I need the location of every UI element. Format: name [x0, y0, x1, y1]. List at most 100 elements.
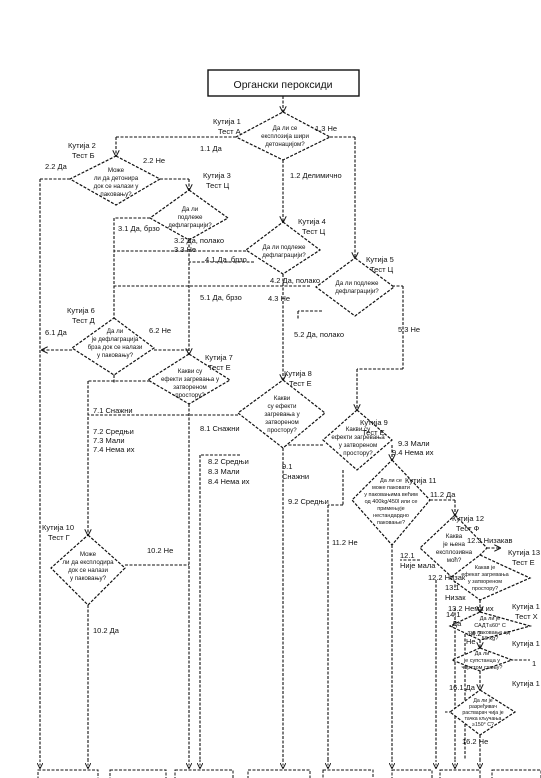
- svg-text:8.3 Мали: 8.3 Мали: [208, 467, 240, 476]
- svg-text:Тест Е: Тест Е: [208, 363, 231, 372]
- svg-text:Није мала: Није мала: [400, 561, 436, 570]
- svg-text:Снажни: Снажни: [282, 472, 309, 481]
- svg-text:Тест Г: Тест Г: [48, 533, 70, 542]
- svg-text:13.2 Нема их: 13.2 Нема их: [448, 604, 494, 613]
- result-boxes: [37, 769, 541, 778]
- svg-text:12.3 Низакав: 12.3 Низакав: [467, 536, 513, 545]
- svg-text:3.2 Да, полако: 3.2 Да, полако: [174, 236, 224, 245]
- svg-text:Кутија 4: Кутија 4: [298, 217, 326, 226]
- svg-text:1.1 Да: 1.1 Да: [200, 144, 223, 153]
- svg-text:5.3 Не: 5.3 Не: [398, 325, 420, 334]
- svg-text:1: 1: [532, 659, 536, 668]
- svg-text:14.1: 14.1: [446, 610, 461, 619]
- svg-text:Тест Х: Тест Х: [515, 612, 538, 621]
- svg-text:Тест А: Тест А: [218, 127, 241, 136]
- svg-text:4.3 Не: 4.3 Не: [268, 294, 290, 303]
- svg-text:12.2 Низак: 12.2 Низак: [428, 573, 466, 582]
- svg-text:1.2 Делимично: 1.2 Делимично: [290, 171, 342, 180]
- svg-text:7.4 Нема их: 7.4 Нема их: [93, 445, 135, 454]
- svg-text:Кутија 1: Кутија 1: [512, 679, 540, 688]
- svg-text:16.2 Не: 16.2 Не: [462, 737, 488, 746]
- svg-text:6.1 Да: 6.1 Да: [45, 328, 68, 337]
- svg-text:3.3 Не: 3.3 Не: [174, 245, 196, 254]
- svg-text:6.2 Не: 6.2 Не: [149, 326, 171, 335]
- edge-labels: 1.1 Да 1.2 Делимично 1.3 Не 2.2 Да 2.2 Н…: [45, 124, 536, 746]
- svg-text:Не: Не: [466, 637, 476, 646]
- svg-text:9.3 Мали: 9.3 Мали: [398, 439, 430, 448]
- svg-text:Кутија 9: Кутија 9: [360, 418, 388, 427]
- svg-text:16.1 Да: 16.1 Да: [449, 683, 476, 692]
- svg-text:Кутија 7: Кутија 7: [205, 353, 233, 362]
- svg-text:8.4 Нема их: 8.4 Нема их: [208, 477, 250, 486]
- title-box: Органски пероксиди: [207, 69, 360, 97]
- svg-text:11.2 Не: 11.2 Не: [332, 538, 358, 547]
- connectors: [39, 96, 530, 760]
- svg-text:Кутија 1: Кутија 1: [512, 602, 540, 611]
- svg-text:Тест Е: Тест Е: [512, 558, 535, 567]
- svg-text:4.1 Да, брзо: 4.1 Да, брзо: [205, 255, 247, 264]
- svg-text:Тест Ц: Тест Ц: [206, 181, 230, 190]
- svg-text:11.2 Да: 11.2 Да: [430, 490, 456, 499]
- svg-text:2.2 Да: 2.2 Да: [45, 162, 68, 171]
- svg-text:Да: Да: [452, 619, 462, 628]
- svg-text:5.2 Да, полако: 5.2 Да, полако: [294, 330, 344, 339]
- svg-text:Тест Ф: Тест Ф: [456, 524, 480, 533]
- svg-text:Тест Д: Тест Д: [72, 316, 95, 325]
- svg-text:1.3 Не: 1.3 Не: [315, 124, 337, 133]
- svg-text:7.3 Мали: 7.3 Мали: [93, 436, 125, 445]
- svg-text:10.2 Не: 10.2 Не: [147, 546, 173, 555]
- svg-text:10.2 Да: 10.2 Да: [93, 626, 120, 635]
- bottom-arrows: [40, 760, 480, 768]
- svg-text:Кутија 12: Кутија 12: [452, 514, 484, 523]
- svg-text:9.2 Средњи: 9.2 Средњи: [288, 497, 329, 506]
- svg-text:12.1: 12.1: [400, 551, 415, 560]
- svg-text:Кутија 10: Кутија 10: [42, 523, 74, 532]
- svg-text:5.1 Да, брзо: 5.1 Да, брзо: [200, 293, 242, 302]
- svg-text:Кутија 1: Кутија 1: [512, 639, 540, 648]
- svg-text:7.2 Средњи: 7.2 Средњи: [93, 427, 134, 436]
- svg-text:Кутија 2: Кутија 2: [68, 141, 96, 150]
- svg-text:2.2 Не: 2.2 Не: [143, 156, 165, 165]
- svg-text:8.2 Средњи: 8.2 Средњи: [208, 457, 249, 466]
- svg-text:Тест Ц: Тест Ц: [302, 227, 326, 236]
- svg-text:Тест Ц: Тест Ц: [370, 265, 394, 274]
- svg-text:9.1: 9.1: [282, 462, 292, 471]
- svg-text:Кутија 6: Кутија 6: [67, 306, 95, 315]
- svg-text:8.1 Снажни: 8.1 Снажни: [200, 424, 240, 433]
- svg-text:Тест Е: Тест Е: [362, 428, 385, 437]
- svg-text:Кутија 11: Кутија 11: [405, 476, 436, 485]
- svg-text:Кутија 5: Кутија 5: [366, 255, 394, 264]
- svg-text:13.1: 13.1: [445, 583, 460, 592]
- svg-text:Низак: Низак: [445, 593, 466, 602]
- svg-text:Кутија 3: Кутија 3: [203, 171, 231, 180]
- title-text: Органски пероксиди: [234, 79, 333, 91]
